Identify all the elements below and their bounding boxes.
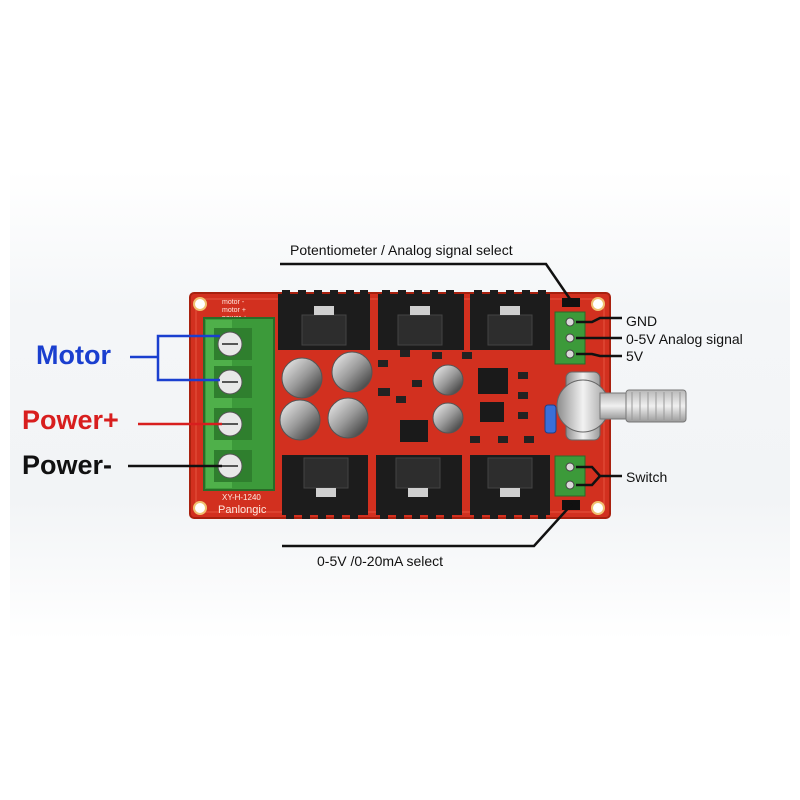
mounting-hole <box>591 501 605 515</box>
switch-header <box>554 455 586 497</box>
analog-signal-label: 0-5V Analog signal <box>626 331 743 347</box>
motor-label: Motor <box>36 340 111 370</box>
power-plus-label: Power+ <box>22 405 119 435</box>
pot-select-leader <box>280 262 574 303</box>
mounting-hole <box>193 501 207 515</box>
current-select-label: 0-5V /0-20mA select <box>317 553 444 569</box>
potentiometer <box>556 371 687 441</box>
pot-select-label: Potentiometer / Analog signal select <box>290 242 513 258</box>
screw-terminal-block <box>203 317 275 491</box>
heatsink-top-middle <box>378 290 464 350</box>
silk-motor-minus: motor - <box>222 299 245 306</box>
heatsink-top-right <box>470 290 550 350</box>
switch-leader-top <box>576 465 622 478</box>
current-select-leader <box>282 503 573 548</box>
smd-components <box>378 350 534 443</box>
power-minus-label: Power- <box>22 450 113 480</box>
heatsink-bottom-middle <box>376 455 462 519</box>
five-v-label: 5V <box>626 348 644 364</box>
gnd-label: GND <box>626 313 658 329</box>
capacitors <box>279 351 464 441</box>
board-brand: Panlongic <box>218 504 267 516</box>
switch-label: Switch <box>626 469 668 485</box>
motor-leader-bracket <box>130 334 220 382</box>
heatsink-bottom-left <box>282 455 368 519</box>
switch-leader-bottom <box>576 475 601 487</box>
heatsink-top-left <box>278 290 370 350</box>
board-model: XY-H-1240 <box>222 493 261 502</box>
heatsink-bottom-right <box>470 455 550 519</box>
resistor <box>544 404 557 434</box>
five-v-leader <box>576 352 622 358</box>
mounting-hole <box>591 297 605 311</box>
mounting-hole <box>193 297 207 311</box>
silk-motor-plus: motor + <box>222 307 246 314</box>
gnd-leader <box>576 316 622 324</box>
